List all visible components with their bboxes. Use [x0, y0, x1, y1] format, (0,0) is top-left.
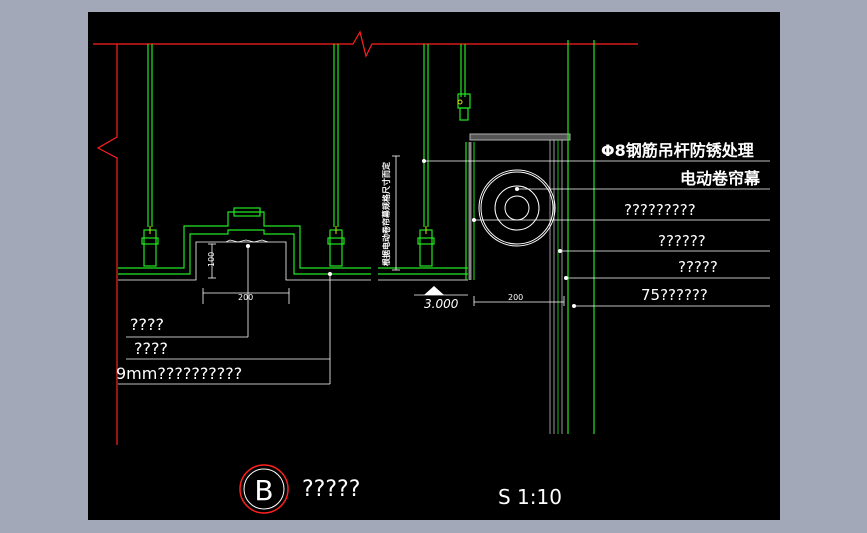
leader-dots: [422, 159, 576, 308]
roller-drum: [478, 169, 556, 247]
detail-title: ?????: [302, 477, 360, 502]
scale-label: S 1:10: [498, 485, 562, 509]
hanger-rods: [147, 44, 466, 227]
left-callout-3: 9mm??????????: [116, 364, 242, 383]
dim-width-200-right: 200: [508, 293, 523, 302]
hanger-clips: [141, 93, 471, 267]
elevation-value: 3.000: [424, 297, 459, 311]
left-callout-2: ????: [134, 339, 168, 358]
callout-6: 75??????: [641, 286, 708, 304]
ceiling-profile-right: [378, 267, 468, 281]
elevation-marker: [414, 286, 468, 296]
vertical-dimension: [392, 155, 400, 271]
section-detail-drawing: 100 200 ???? ???? 9mm??????????: [93, 30, 770, 514]
callout-rod: Φ8钢筋吊杆防锈处理: [601, 141, 754, 160]
dim-height-100: 100: [207, 252, 216, 267]
section-mark-letter: B: [254, 474, 273, 507]
curtain-box: [465, 133, 571, 280]
section-mark-circle: [239, 464, 289, 514]
callout-roller: 电动卷帘幕: [680, 169, 761, 188]
dim-width-200-left: 200: [238, 293, 253, 302]
left-wall-line: [96, 44, 118, 445]
right-leader-lines: [424, 160, 770, 307]
cad-viewport[interactable]: 100 200 ???? ???? 9mm??????????: [88, 12, 780, 520]
callout-4: ??????: [658, 232, 706, 250]
left-dimensions: [202, 243, 290, 304]
slab-line: [93, 30, 638, 58]
right-dimension: [473, 296, 565, 306]
ceiling-profile-left: [118, 207, 371, 281]
callout-3: ?????????: [624, 201, 696, 219]
vertical-dimension-note: 根据电动卷帘幕规格尺寸而定: [381, 162, 391, 266]
callout-5: ?????: [678, 258, 718, 276]
left-leader-lines: [118, 246, 331, 385]
left-callout-1: ????: [130, 315, 164, 334]
right-wall: [549, 40, 595, 434]
